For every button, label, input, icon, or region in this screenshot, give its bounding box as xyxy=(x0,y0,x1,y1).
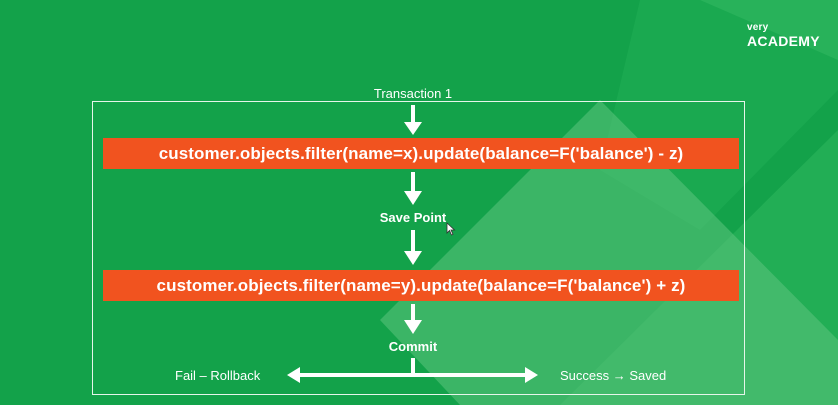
logo-text-big: ACADEMY xyxy=(747,33,820,49)
logo-text-small: very xyxy=(747,22,769,33)
very-academy-logo: very ACADEMY xyxy=(747,22,820,49)
mouse-cursor-icon xyxy=(446,222,456,236)
step1-code-text: customer.objects.filter(name=x).update(b… xyxy=(158,143,684,163)
save-point-label: Save Point xyxy=(379,210,447,225)
transaction-frame xyxy=(92,101,745,395)
success-saved-label: Success → Saved xyxy=(560,368,667,383)
step2-code-text: customer.objects.filter(name=y).update(b… xyxy=(156,275,686,295)
commit-label: Commit xyxy=(388,339,438,354)
fail-rollback-label: Fail – Rollback xyxy=(175,368,261,383)
step2-code-bar: customer.objects.filter(name=y).update(b… xyxy=(103,270,739,301)
step1-code-bar: customer.objects.filter(name=x).update(b… xyxy=(103,138,739,169)
transaction-label: Transaction 1 xyxy=(373,86,453,101)
